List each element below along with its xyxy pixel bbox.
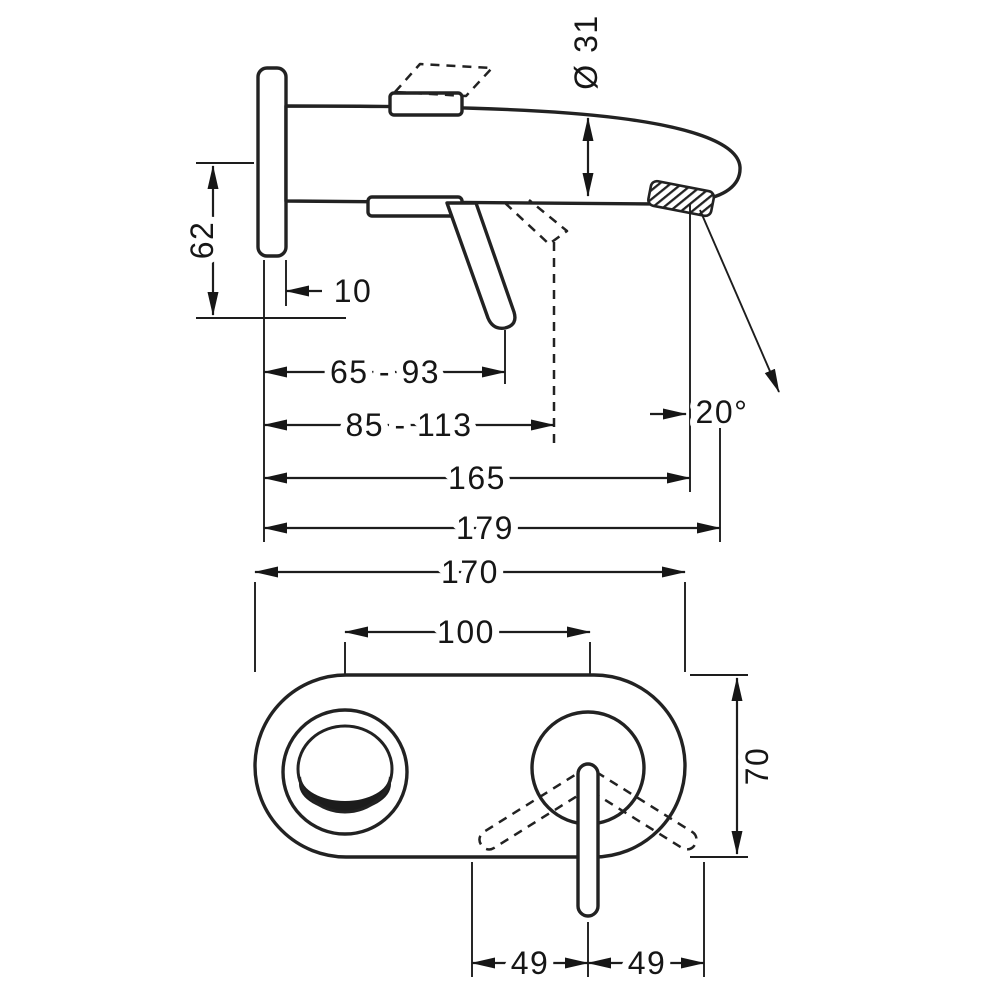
front-view: 170 100 70 49 49 (253, 547, 782, 988)
dim-label-angle: 20° (696, 394, 749, 430)
dim-label-85-113: 85 - 113 (345, 407, 472, 443)
cartridge-top (388, 91, 464, 117)
side-view: 20° Ø 31 62 10 65 - 93 85 - 113 165 179 (177, 7, 780, 553)
spray-angle-line (699, 209, 780, 393)
dim-label-62: 62 (184, 221, 220, 260)
aerator (647, 179, 716, 218)
dim-label-diameter: Ø 31 (568, 14, 604, 89)
handle-lever-front (576, 762, 600, 918)
spout-outlet-opening (301, 751, 389, 801)
dim-label-10: 10 (334, 273, 373, 309)
dim-label-65-93: 65 - 93 (330, 354, 440, 390)
dim-label-165: 165 (448, 460, 506, 496)
dim-label-49-left: 49 (511, 945, 550, 981)
handle-lever-side (445, 201, 517, 330)
lever-alt-down-dashed (504, 199, 569, 246)
dim-label-70: 70 (739, 747, 775, 786)
spout-outlet-rim (296, 724, 394, 814)
dim-label-170: 170 (441, 554, 499, 590)
wall-plate-side (256, 66, 288, 258)
dim-label-49-right: 49 (628, 945, 667, 981)
dim-label-179: 179 (456, 510, 514, 546)
dim-label-100: 100 (437, 614, 495, 650)
lever-alt-up-dashed (393, 62, 494, 98)
